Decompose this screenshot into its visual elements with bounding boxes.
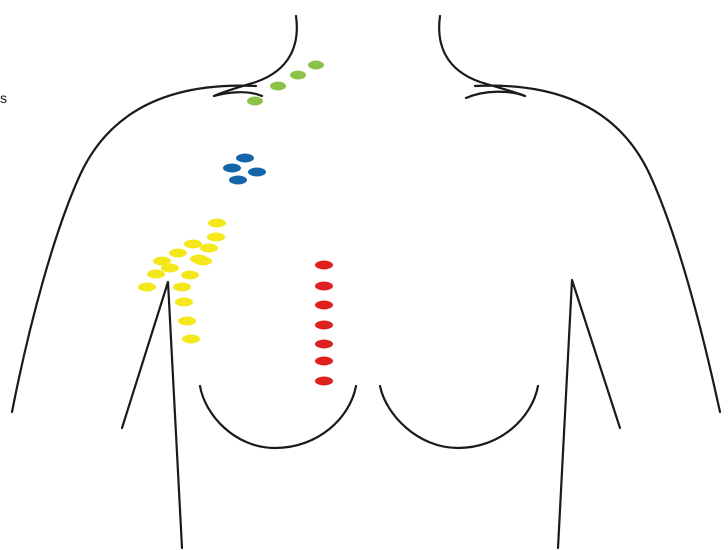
blue-marker-group bbox=[223, 154, 266, 185]
green-marker-dot bbox=[308, 61, 324, 70]
green-marker-dot bbox=[290, 71, 306, 80]
red-marker-dot bbox=[315, 321, 333, 330]
yellow-marker-dot bbox=[169, 249, 187, 258]
green-marker-dot bbox=[270, 82, 286, 91]
left-shoulder-arm-line bbox=[12, 86, 256, 412]
red-marker-group bbox=[315, 261, 333, 386]
left-inner-arm-line bbox=[122, 282, 182, 548]
edge-letter: s bbox=[0, 90, 7, 106]
blue-marker-dot bbox=[236, 154, 254, 163]
right-breast-curve bbox=[380, 386, 538, 448]
body-outline bbox=[12, 16, 720, 548]
blue-marker-dot bbox=[223, 164, 241, 173]
red-marker-dot bbox=[315, 261, 333, 270]
blue-marker-dot bbox=[229, 176, 247, 185]
green-marker-dot bbox=[247, 97, 263, 106]
right-neck-line bbox=[439, 16, 525, 96]
left-breast-curve bbox=[200, 386, 356, 448]
yellow-marker-dot bbox=[178, 317, 196, 326]
yellow-marker-dot bbox=[175, 298, 193, 307]
right-neck-notch bbox=[466, 92, 525, 98]
yellow-marker-dot bbox=[147, 270, 165, 279]
yellow-marker-dot bbox=[181, 271, 199, 280]
red-marker-dot bbox=[315, 357, 333, 366]
right-inner-arm-line bbox=[558, 280, 620, 548]
marker-layer bbox=[138, 61, 333, 386]
yellow-marker-dot bbox=[173, 283, 191, 292]
blue-marker-dot bbox=[248, 168, 266, 177]
green-marker-group bbox=[247, 61, 324, 106]
yellow-marker-dot bbox=[161, 264, 179, 273]
red-marker-dot bbox=[315, 301, 333, 310]
red-marker-dot bbox=[315, 282, 333, 291]
red-marker-dot bbox=[315, 377, 333, 386]
yellow-marker-dot bbox=[190, 255, 208, 264]
yellow-marker-dot bbox=[138, 283, 156, 292]
yellow-marker-dot bbox=[200, 244, 218, 253]
yellow-marker-dot bbox=[182, 335, 200, 344]
yellow-marker-dot bbox=[184, 240, 202, 249]
yellow-marker-group bbox=[138, 219, 226, 344]
red-marker-dot bbox=[315, 340, 333, 349]
right-shoulder-arm-line bbox=[475, 86, 720, 412]
yellow-marker-dot bbox=[207, 233, 225, 242]
yellow-marker-dot bbox=[208, 219, 226, 228]
